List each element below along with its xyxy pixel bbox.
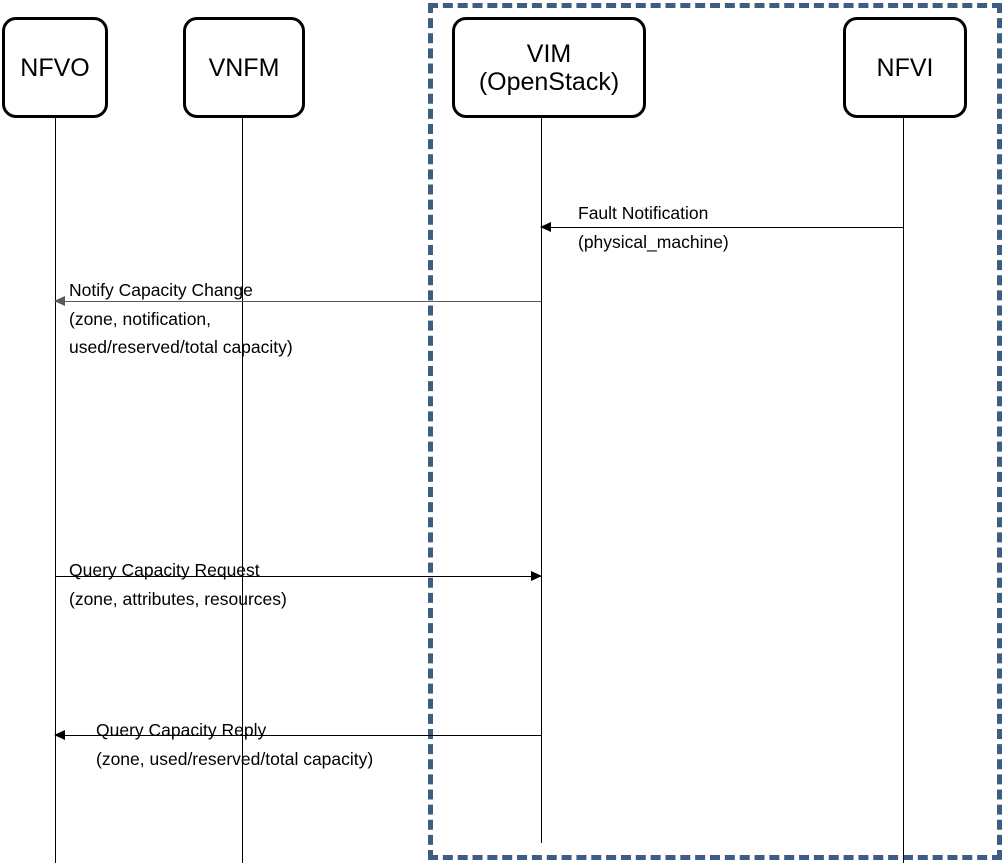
arrow-head-icon — [54, 729, 65, 740]
actor-box-nfvi[interactable]: NFVI — [843, 17, 967, 118]
arrow-shaft — [55, 735, 541, 736]
message-label-query-capacity-request: Query Capacity Request (zone, attributes… — [69, 560, 287, 609]
message-label-notify-capacity-change: Notify Capacity Change (zone, notificati… — [69, 280, 293, 358]
lifeline-nfvo — [55, 118, 56, 863]
actor-label-vim: VIM (OpenStack) — [478, 39, 620, 96]
actor-box-nfvo[interactable]: NFVO — [2, 17, 108, 118]
actor-box-vim[interactable]: VIM (OpenStack) — [452, 17, 646, 118]
vim-nfvi-group-box — [428, 3, 1002, 860]
arrow-head-icon — [54, 295, 65, 306]
lifeline-vim — [541, 118, 542, 843]
arrow-head-icon — [540, 221, 551, 232]
lifeline-vnfm — [242, 118, 243, 863]
actor-label-nfvo: NFVO — [20, 53, 90, 82]
arrow-head-icon — [531, 570, 542, 581]
actor-label-nfvi: NFVI — [876, 53, 934, 82]
actor-box-vnfm[interactable]: VNFM — [183, 17, 305, 118]
arrow-shaft — [541, 227, 903, 228]
arrow-shaft — [55, 301, 541, 302]
message-label-query-capacity-reply: Query Capacity Reply (zone, used/reserve… — [96, 720, 374, 769]
arrow-shaft — [55, 576, 541, 577]
actor-label-vnfm: VNFM — [208, 53, 280, 82]
lifeline-nfvi — [903, 118, 904, 863]
